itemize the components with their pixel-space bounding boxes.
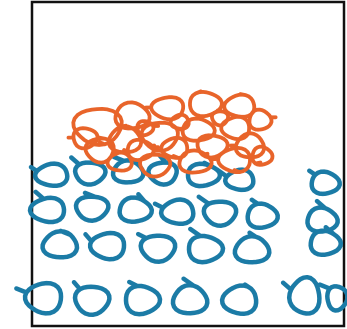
blue-circle [185,160,223,189]
orange-circle [144,95,186,122]
blue-circle [28,161,70,189]
blue-circle [186,226,226,265]
orange-circle [177,148,218,175]
blue-circle [40,228,80,260]
orange-circle [229,131,266,160]
blue-circle [69,155,108,187]
blue-circle [317,282,347,313]
blue-circle [71,279,112,317]
orange-circle [105,150,134,173]
blue-circle [170,276,210,316]
orange-circle [210,108,230,128]
orange-circle [66,126,100,151]
blue-circle [14,280,64,316]
orange-circle [168,112,191,131]
orange-circle [138,152,173,179]
orange-circle [250,144,275,167]
blue-circle [83,230,127,262]
upper-circle-group [66,89,278,179]
container-frame [30,0,346,328]
blue-circle [27,189,67,225]
orange-circle [216,146,252,174]
blue-circle [146,153,179,187]
blue-circle [73,190,111,223]
blue-circle [219,282,259,317]
blue-circle [152,197,196,227]
blue-circle [117,191,155,224]
blue-circle [308,224,344,258]
orange-circle [247,107,278,132]
orange-circle [83,135,116,165]
blue-circle [135,231,178,264]
blue-circle [245,197,280,231]
orange-circle [176,116,217,143]
blue-circle [196,194,239,228]
blue-circle [232,230,272,265]
blue-circle [307,168,342,197]
orange-circle [135,119,160,138]
blue-circle [280,274,322,316]
lower-circle-group [14,153,347,317]
blue-circle [305,198,340,234]
blue-circle [123,279,163,317]
